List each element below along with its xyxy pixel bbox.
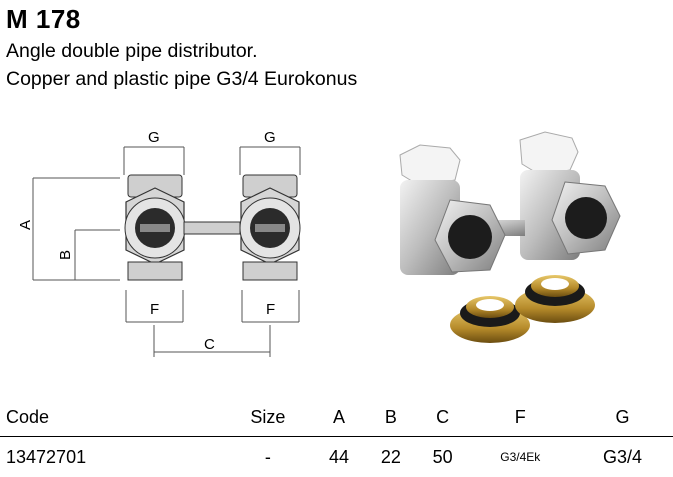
cell-b: 22 <box>365 437 417 477</box>
cell-f: G3/4Ek <box>469 437 573 477</box>
col-header-c: C <box>417 398 469 437</box>
dim-label-g-left: G <box>148 129 160 146</box>
dim-label-a: A <box>17 220 34 230</box>
cell-a: 44 <box>313 437 365 477</box>
spec-table-header-row: Code Size A B C F G <box>0 398 673 437</box>
left-valve-drawing <box>125 175 185 280</box>
cell-code: 13472701 <box>0 437 223 477</box>
dim-label-b: B <box>57 250 74 260</box>
cell-size: - <box>223 437 314 477</box>
spec-table: Code Size A B C F G 13472701 - 44 22 50 … <box>0 398 673 477</box>
product-photo <box>380 120 670 370</box>
col-header-g: G <box>572 398 673 437</box>
col-header-code: Code <box>0 398 223 437</box>
dim-label-g-right: G <box>264 129 276 146</box>
dim-label-f-left: F <box>150 301 159 318</box>
col-header-f: F <box>469 398 573 437</box>
cell-g: G3/4 <box>572 437 673 477</box>
col-header-size: Size <box>223 398 314 437</box>
product-subtitle-line1: Angle double pipe distributor. <box>6 40 258 63</box>
dim-label-f-right: F <box>266 301 275 318</box>
right-valve-drawing <box>240 175 300 280</box>
product-title: M 178 <box>6 4 81 35</box>
dim-label-c: C <box>204 336 215 353</box>
technical-drawing: G G A B F F C <box>0 120 340 370</box>
col-header-b: B <box>365 398 417 437</box>
connecting-pipe-drawing <box>184 222 240 234</box>
table-row: 13472701 - 44 22 50 G3/4Ek G3/4 <box>0 437 673 477</box>
cell-c: 50 <box>417 437 469 477</box>
product-subtitle-line2: Copper and plastic pipe G3/4 Eurokonus <box>6 68 357 91</box>
col-header-a: A <box>313 398 365 437</box>
